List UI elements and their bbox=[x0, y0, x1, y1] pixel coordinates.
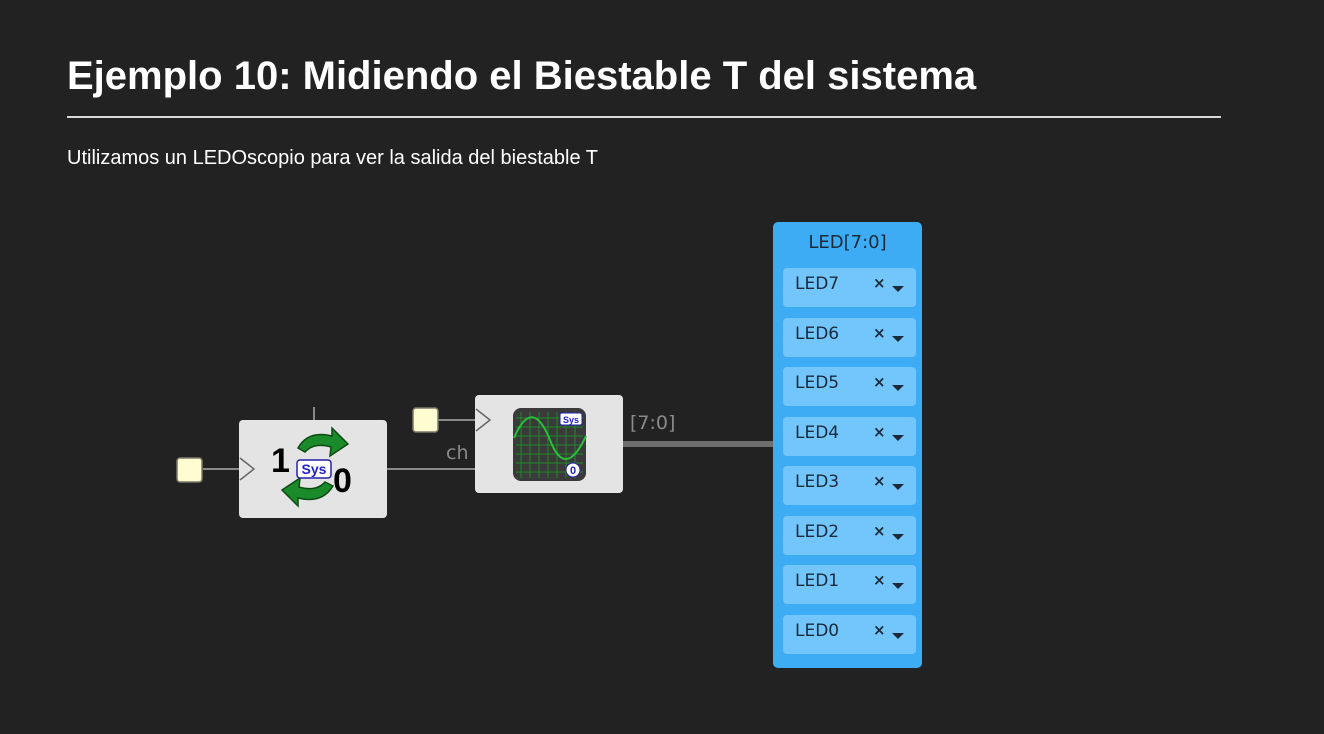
led-item-led3[interactable]: LED3 × bbox=[783, 466, 916, 505]
led-item-label: LED7 bbox=[795, 274, 840, 294]
scope-sys-badge-box bbox=[559, 412, 583, 426]
remove-icon[interactable]: × bbox=[873, 472, 886, 490]
toggle-sys-badge-box bbox=[296, 459, 332, 479]
led-item-led1[interactable]: LED1 × bbox=[783, 565, 916, 604]
dropdown-caret-icon[interactable] bbox=[892, 435, 904, 441]
dropdown-caret-icon[interactable] bbox=[892, 583, 904, 589]
led-item-led0[interactable]: LED0 × bbox=[783, 615, 916, 654]
dropdown-caret-icon[interactable] bbox=[892, 534, 904, 540]
page-title: Ejemplo 10: Midiendo el Biestable T del … bbox=[67, 54, 977, 98]
led-item-led6[interactable]: LED6 × bbox=[783, 318, 916, 357]
dropdown-caret-icon[interactable] bbox=[892, 385, 904, 391]
led-item-label: LED4 bbox=[795, 423, 840, 443]
clock-port-marker bbox=[239, 457, 256, 481]
title-divider bbox=[67, 116, 1221, 118]
toggle-sys-badge: Sys bbox=[302, 461, 327, 477]
led-item-label: LED5 bbox=[795, 373, 840, 393]
oscilloscope-block[interactable]: Sys 0 bbox=[475, 395, 623, 493]
remove-icon[interactable]: × bbox=[873, 373, 886, 391]
led-item-led2[interactable]: LED2 × bbox=[783, 516, 916, 555]
wire-label-channel: ch bbox=[446, 442, 469, 464]
remove-icon[interactable]: × bbox=[873, 324, 886, 342]
remove-icon[interactable]: × bbox=[873, 274, 886, 292]
led-item-led5[interactable]: LED5 × bbox=[783, 367, 916, 406]
led-output-panel[interactable]: LED[7:0] LED7 × LED6 × LED5 × LED4 × LED… bbox=[773, 222, 922, 668]
scope-channel-badge-circle bbox=[565, 462, 581, 478]
scope-sys-badge: Sys bbox=[563, 415, 579, 425]
led-item-led7[interactable]: LED7 × bbox=[783, 268, 916, 307]
led-item-label: LED6 bbox=[795, 324, 840, 344]
led-item-label: LED1 bbox=[795, 571, 840, 591]
remove-icon[interactable]: × bbox=[873, 621, 886, 639]
page-subtitle: Utilizamos un LEDOscopio para ver la sal… bbox=[67, 147, 599, 169]
scope-channel-badge: 0 bbox=[570, 465, 576, 477]
led-item-label: LED3 bbox=[795, 472, 840, 492]
clock-port-marker bbox=[475, 408, 492, 432]
toggle-label-one: 1 bbox=[271, 442, 290, 480]
wire-label-bus: [7:0] bbox=[630, 412, 676, 434]
remove-icon[interactable]: × bbox=[873, 571, 886, 589]
led-item-label: LED2 bbox=[795, 522, 840, 542]
toggle-cycle-arrows-icon bbox=[280, 426, 350, 508]
clock-input-scope[interactable] bbox=[412, 407, 439, 433]
led-item-label: LED0 bbox=[795, 621, 840, 641]
dropdown-caret-icon[interactable] bbox=[892, 484, 904, 490]
toggle-flipflop-block[interactable]: 1 0 Sys bbox=[239, 420, 387, 518]
led-panel-title: LED[7:0] bbox=[808, 232, 887, 253]
remove-icon[interactable]: × bbox=[873, 423, 886, 441]
dropdown-caret-icon[interactable] bbox=[892, 633, 904, 639]
dropdown-caret-icon[interactable] bbox=[892, 286, 904, 292]
led-item-led4[interactable]: LED4 × bbox=[783, 417, 916, 456]
clock-input-toggle[interactable] bbox=[176, 457, 203, 483]
remove-icon[interactable]: × bbox=[873, 522, 886, 540]
toggle-label-zero: 0 bbox=[333, 462, 352, 500]
dropdown-caret-icon[interactable] bbox=[892, 336, 904, 342]
